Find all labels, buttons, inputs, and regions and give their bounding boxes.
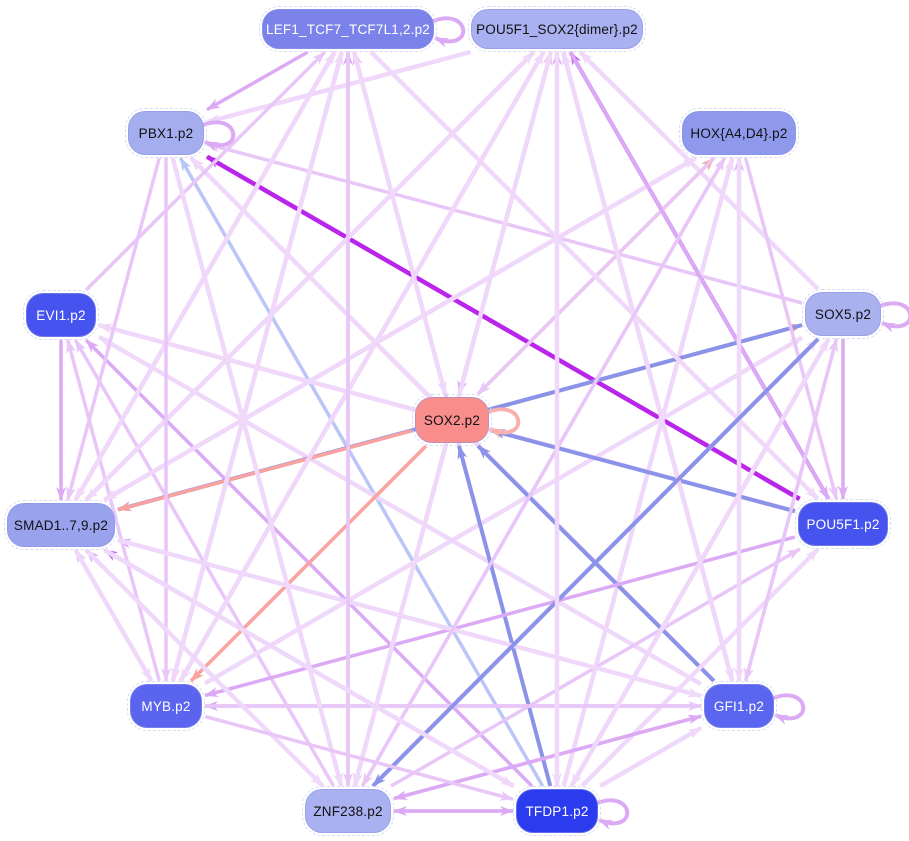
edge-tfdp1-pbx1 [178,157,545,787]
edge-hox-smad [103,156,697,502]
node-gfi1[interactable]: GFI1.p2 [701,681,777,731]
edge-dimer-gfi1 [561,51,735,682]
node-hox[interactable]: HOX{A4,D4}.p2 [679,108,799,158]
node-label-sox2: SOX2.p2 [423,412,481,428]
edge-sox2-myb [189,444,428,683]
edge-lef1-pbx1 [206,50,309,112]
edge-hox-znf238 [360,157,727,787]
edge-sox5-dimer [578,50,820,291]
edge-pou5f1-sox2 [491,428,796,514]
self-loop-lef1 [432,16,466,48]
edge-sox5-znf238 [371,337,820,788]
node-label-smad: SMAD1..7,9.p2 [13,517,109,533]
edge-pou5f1-pbx1 [205,154,801,501]
node-tfdp1[interactable]: TFDP1.p2 [513,786,601,836]
edge-tfdp1-gfi1 [599,725,703,788]
edge-dimer-pou5f1 [568,51,831,500]
node-smad[interactable]: SMAD1..7,9.p2 [4,500,118,550]
edge-lef1-myb [170,51,344,682]
node-sox2[interactable]: SOX2.p2 [412,394,492,446]
node-label-lef1: LEF1_TCF7_TCF7L1,2.p2 [265,21,431,37]
edge-sox5-tfdp1 [569,337,831,788]
self-loop-gfi1 [772,693,806,725]
edge-smad-myb [73,548,154,683]
self-loop-pbx1 [202,120,236,152]
node-sox5[interactable]: SOX5.p2 [802,289,884,339]
node-pou5f1[interactable]: POU5F1.p2 [795,499,891,549]
node-label-pou5f1: POU5F1.p2 [806,516,880,532]
self-loop-sox2 [487,407,521,439]
node-label-dimer: POU5F1_SOX2{dimer}.p2 [476,21,638,37]
edge-dimer-smad [84,50,536,502]
node-lef1[interactable]: LEF1_TCF7_TCF7L1,2.p2 [259,6,437,52]
edge-myb-tfdp1 [204,714,514,801]
node-dimer[interactable]: POU5F1_SOX2{dimer}.p2 [468,6,646,52]
node-label-tfdp1: TFDP1.p2 [525,803,589,819]
edge-pbx1-znf238 [170,157,344,787]
node-label-evi1: EVI1.p2 [36,307,86,323]
node-label-pbx1: PBX1.p2 [138,125,194,141]
self-loop-tfdp1 [596,798,630,830]
edge-smad-gfi1 [117,538,702,699]
node-pbx1[interactable]: PBX1.p2 [125,108,207,158]
edge-pou5f1-myb [204,535,796,698]
edge-gfi1-evi1 [97,334,703,687]
edge-smad-znf238 [84,548,325,788]
node-label-gfi1: GFI1.p2 [713,698,765,714]
edge-smad-tfdp1 [103,548,515,788]
edge-myb-evi1 [66,339,161,682]
node-label-sox5: SOX5.p2 [814,306,872,322]
node-label-hox: HOX{A4,D4}.p2 [690,125,788,141]
node-myb[interactable]: MYB.p2 [127,681,205,731]
node-label-znf238: ZNF238.p2 [313,803,383,819]
edge-hox-pou5f1 [743,157,839,500]
edge-myb-sox5 [203,335,804,686]
edge-sox5-gfi1 [743,338,839,682]
edge-lef1-pou5f1 [369,50,820,501]
edge-gfi1-znf238 [393,714,702,801]
edge-lef1-sox2 [351,51,448,395]
node-label-myb: MYB.p2 [141,698,191,714]
edge-dimer-pbx1 [206,49,472,125]
node-evi1[interactable]: EVI1.p2 [23,290,99,340]
edge-evi1-lef1 [84,50,327,292]
edge-tfdp1-pou5f1 [580,547,820,788]
edge-dimer-myb [178,50,546,683]
node-znf238[interactable]: ZNF238.p2 [302,786,394,836]
self-loop-sox5 [879,301,909,333]
edge-pbx1-smad [66,157,161,501]
